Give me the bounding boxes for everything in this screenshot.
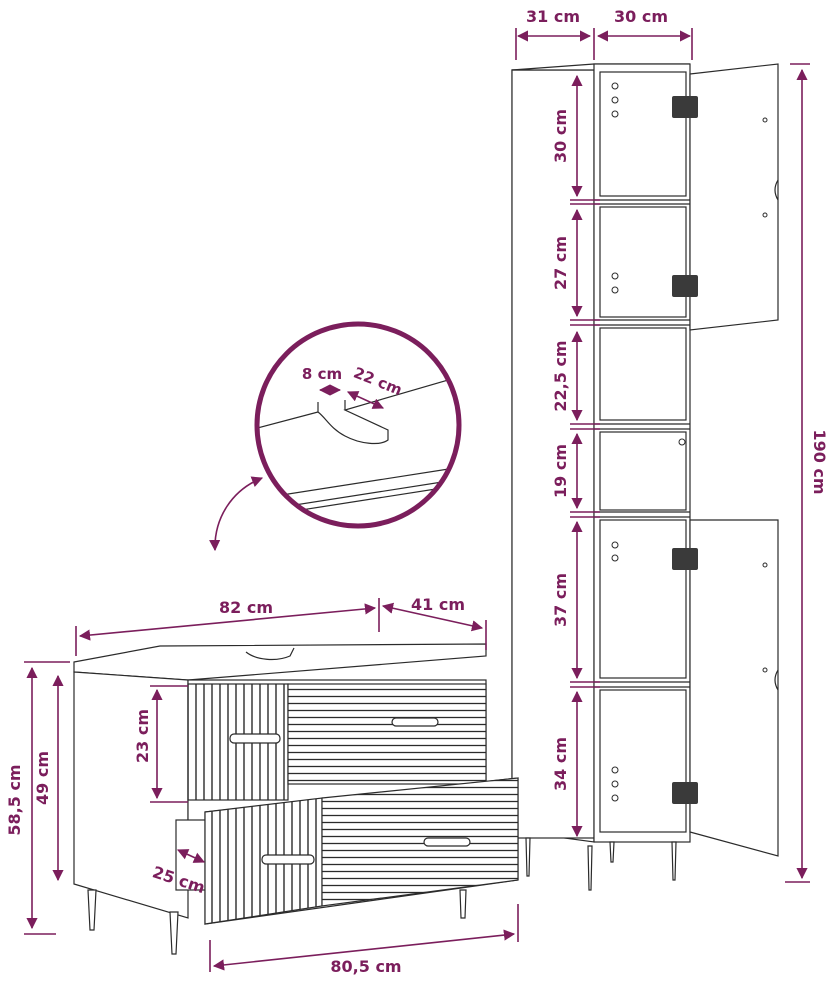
upper-drawer: [187, 683, 487, 801]
upper-compartment-1: [599, 71, 687, 197]
width-label: 30 cm: [614, 7, 668, 26]
vanity-cabinet: [73, 643, 519, 955]
open-shelf-compartment: [599, 327, 687, 421]
lower-drawer-open: [204, 777, 519, 925]
vanity-total-height-label: 58,5 cm: [5, 764, 24, 835]
compartment-label-1: 30 cm: [551, 109, 570, 163]
lower-drawer-handle-left[interactable]: [261, 854, 315, 865]
door-hinge-icons: [672, 96, 698, 804]
tall-cabinet-legs: [525, 837, 677, 891]
tall-cabinet-front-frame: [593, 63, 691, 843]
lower-drawer-handle-right[interactable]: [423, 837, 471, 847]
lower-door-open: [689, 519, 779, 857]
shelf-pin-holes: [611, 82, 686, 802]
depth-label: 31 cm: [526, 7, 580, 26]
drawer-height-label: 23 cm: [133, 709, 152, 763]
upper-door-handle-edge: [774, 179, 779, 201]
upper-compartment-2: [599, 206, 687, 318]
compartment-label-2: 27 cm: [551, 236, 570, 290]
compartment-label-6: 34 cm: [551, 737, 570, 791]
upper-door-open: [689, 63, 779, 331]
notch-width-label: 8 cm: [302, 365, 342, 383]
upper-drawer-handle-left[interactable]: [229, 733, 281, 744]
upper-drawer-handle-right[interactable]: [391, 717, 439, 727]
compartment-label-3: 22,5 cm: [551, 340, 570, 411]
compartment-label-5: 37 cm: [551, 573, 570, 627]
tall-cabinet-shelves: [594, 199, 690, 688]
lower-compartment-3: [599, 689, 687, 833]
tall-cabinet-dimensions: 31 cm 30 cm 190 cm 30 cm 27 cm 22,5 cm 1…: [515, 7, 829, 883]
height-label: 190 cm: [810, 429, 829, 494]
sink-cutout-detail-callout: 8 cm 22 cm: [209, 321, 462, 552]
lower-door-handle-edge: [774, 669, 779, 691]
vanity-body-height-label: 49 cm: [33, 751, 52, 805]
lower-compartment-1: [599, 431, 687, 511]
drawer-width-label: 80,5 cm: [330, 957, 401, 976]
vanity-depth-label: 41 cm: [411, 595, 465, 614]
vanity-legs: [87, 889, 467, 955]
callout-arrow-icon: [209, 476, 264, 552]
vanity-top: [73, 643, 487, 681]
compartment-label-4: 19 cm: [551, 444, 570, 498]
lower-compartment-2: [599, 519, 687, 679]
vanity-width-label: 82 cm: [219, 598, 273, 617]
